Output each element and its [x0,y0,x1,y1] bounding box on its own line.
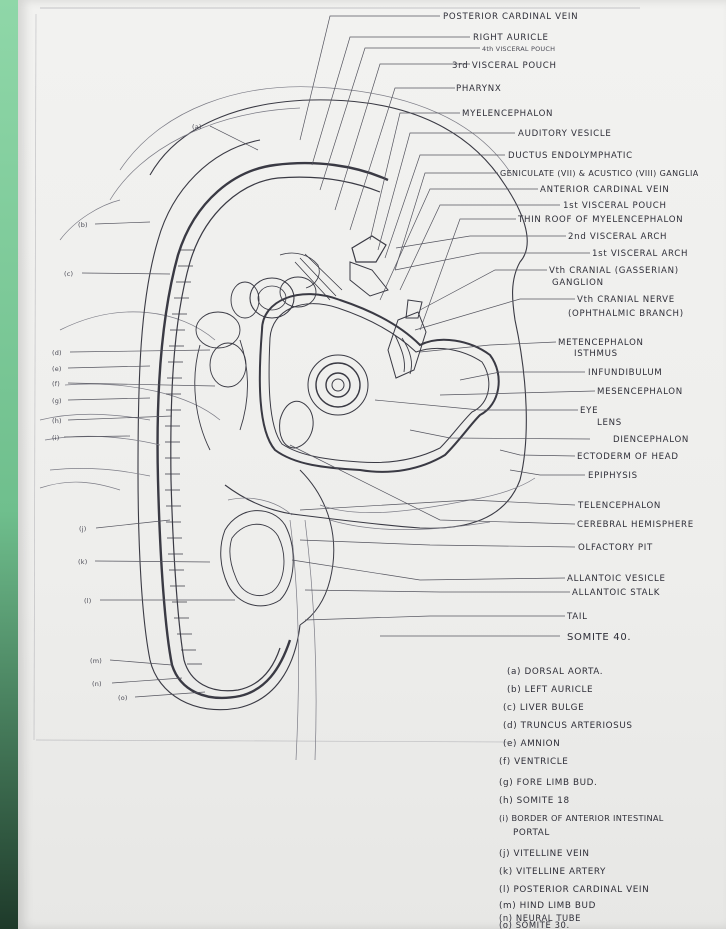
brain-outline [260,294,499,472]
legend-item-a: (a) DORSAL AORTA. [507,667,603,677]
legend-item-f: (f) VENTRICLE [499,757,568,767]
lens [326,373,350,397]
label-posterior-cardinal-vein: POSTERIOR CARDINAL VEIN [443,12,578,22]
label-allantoic-vesicle: ALLANTOIC VESICLE [567,574,666,584]
label-vth-cranial-gasserian: Vth CRANIAL (GASSERIAN) [549,266,679,276]
label-ductus-endolymphatic: DUCTUS ENDOLYMPHATIC [508,151,633,161]
marker-h: (h) [52,417,62,425]
label-infundibulum: INFUNDIBULUM [588,368,662,378]
allantoic-vesicle [221,511,293,606]
label-somite-40: SOMITE 40. [567,632,631,643]
label-telencephalon: TELENCEPHALON [577,501,661,511]
legend-item-i: (i) BORDER OF ANTERIOR INTESTINAL [499,813,664,823]
label-2nd-visceral-arch: 2nd VISCERAL ARCH [568,232,667,242]
label-1st-visceral-arch: 1st VISCERAL ARCH [592,249,688,259]
label-ophthalmic-branch: (OPHTHALMIC BRANCH) [568,309,684,319]
marker-g: (g) [52,397,62,405]
legend-item-k: (k) VITELLINE ARTERY [499,867,606,877]
marker-l: (l) [84,597,91,605]
label-pharynx: PHARYNX [456,84,501,94]
marker-j: (j) [79,525,86,533]
label-1st-visceral-pouch: 1st VISCERAL POUCH [563,201,667,211]
eye [316,363,360,407]
marker-e: (e) [52,365,62,373]
legend-item-b: (b) LEFT AURICLE [507,685,593,695]
marker-c: (c) [64,270,73,278]
legend-item-i-cont: PORTAL [513,828,550,838]
legend-item-e: (e) AMNION [503,739,560,749]
label-diencephalon: DIENCEPHALON [613,435,689,445]
marker-n: (n) [92,680,102,688]
legend-item-g: (g) FORE LIMB BUD. [499,778,597,788]
label-ectoderm-of-head: ECTODERM OF HEAD [577,452,679,462]
marker-o: (o) [118,694,128,702]
right-labels: POSTERIOR CARDINAL VEIN RIGHT AURICLE 4t… [443,12,699,643]
marker-d: (d) [52,349,62,357]
label-vth-cranial-nerve: Vth CRANIAL NERVE [577,295,675,305]
legend-item-h: (h) SOMITE 18 [499,796,570,806]
marker-a: (a) [192,123,202,131]
label-right-auricle: RIGHT AURICLE [473,33,549,43]
label-3rd-visceral-pouch: 3rd VISCERAL POUCH [452,61,557,71]
label-allantoic-stalk: ALLANTOIC STALK [572,588,660,598]
label-lens: LENS [597,418,622,428]
label-mesencephalon: MESENCEPHALON [597,387,683,397]
label-isthmus: ISTHMUS [574,349,618,359]
legend-item-l: (l) POSTERIOR CARDINAL VEIN [499,885,649,895]
legend: (a) DORSAL AORTA. (b) LEFT AURICLE (c) L… [499,667,664,929]
label-anterior-cardinal-vein: ANTERIOR CARDINAL VEIN [540,185,669,195]
legend-item-d: (d) TRUNCUS ARTERIOSUS [503,721,633,731]
label-epiphysis: EPIPHYSIS [588,471,638,481]
sheet-border-bottom [36,740,515,742]
marker-b: (b) [78,221,88,229]
label-auditory-vesicle: AUDITORY VESICLE [518,129,611,139]
legend-item-j: (j) VITELLINE VEIN [499,849,590,859]
legend-item-c: (c) LIVER BULGE [503,703,584,713]
marker-k: (k) [78,558,87,566]
eye-outer [308,355,368,415]
label-geniculate-acustico-ganglia: GENICULATE (VII) & ACUSTICO (VIII) GANGL… [500,169,699,178]
label-metencephalon: METENCEPHALON [558,338,644,348]
legend-item-m: (m) HIND LIMB BUD [499,901,596,911]
marker-f: (f) [52,380,60,388]
marker-m: (m) [90,657,102,665]
embryo-outline [40,87,535,760]
legend-item-o: (o) SOMITE 30. [499,920,570,929]
sheet-border-left [34,14,36,740]
label-cerebral-hemisphere: CEREBRAL HEMISPHERE [577,520,694,530]
label-olfactory-pit: OLFACTORY PIT [578,543,653,553]
label-eye: EYE [580,406,598,416]
label-thin-roof-myelencephalon: THIN ROOF OF MYELENCEPHALON [517,215,683,225]
label-myelencephalon: MYELENCEPHALON [462,109,553,119]
label-ganglion: GANGLION [552,278,604,288]
left-markers: (a) (b) (c) (d) (e) (f) (g) (h) (i) (j) … [52,123,202,702]
label-4th-visceral-pouch: 4th VISCERAL POUCH [482,45,555,53]
label-tail: TAIL [566,612,588,622]
marker-i: (i) [52,434,59,442]
